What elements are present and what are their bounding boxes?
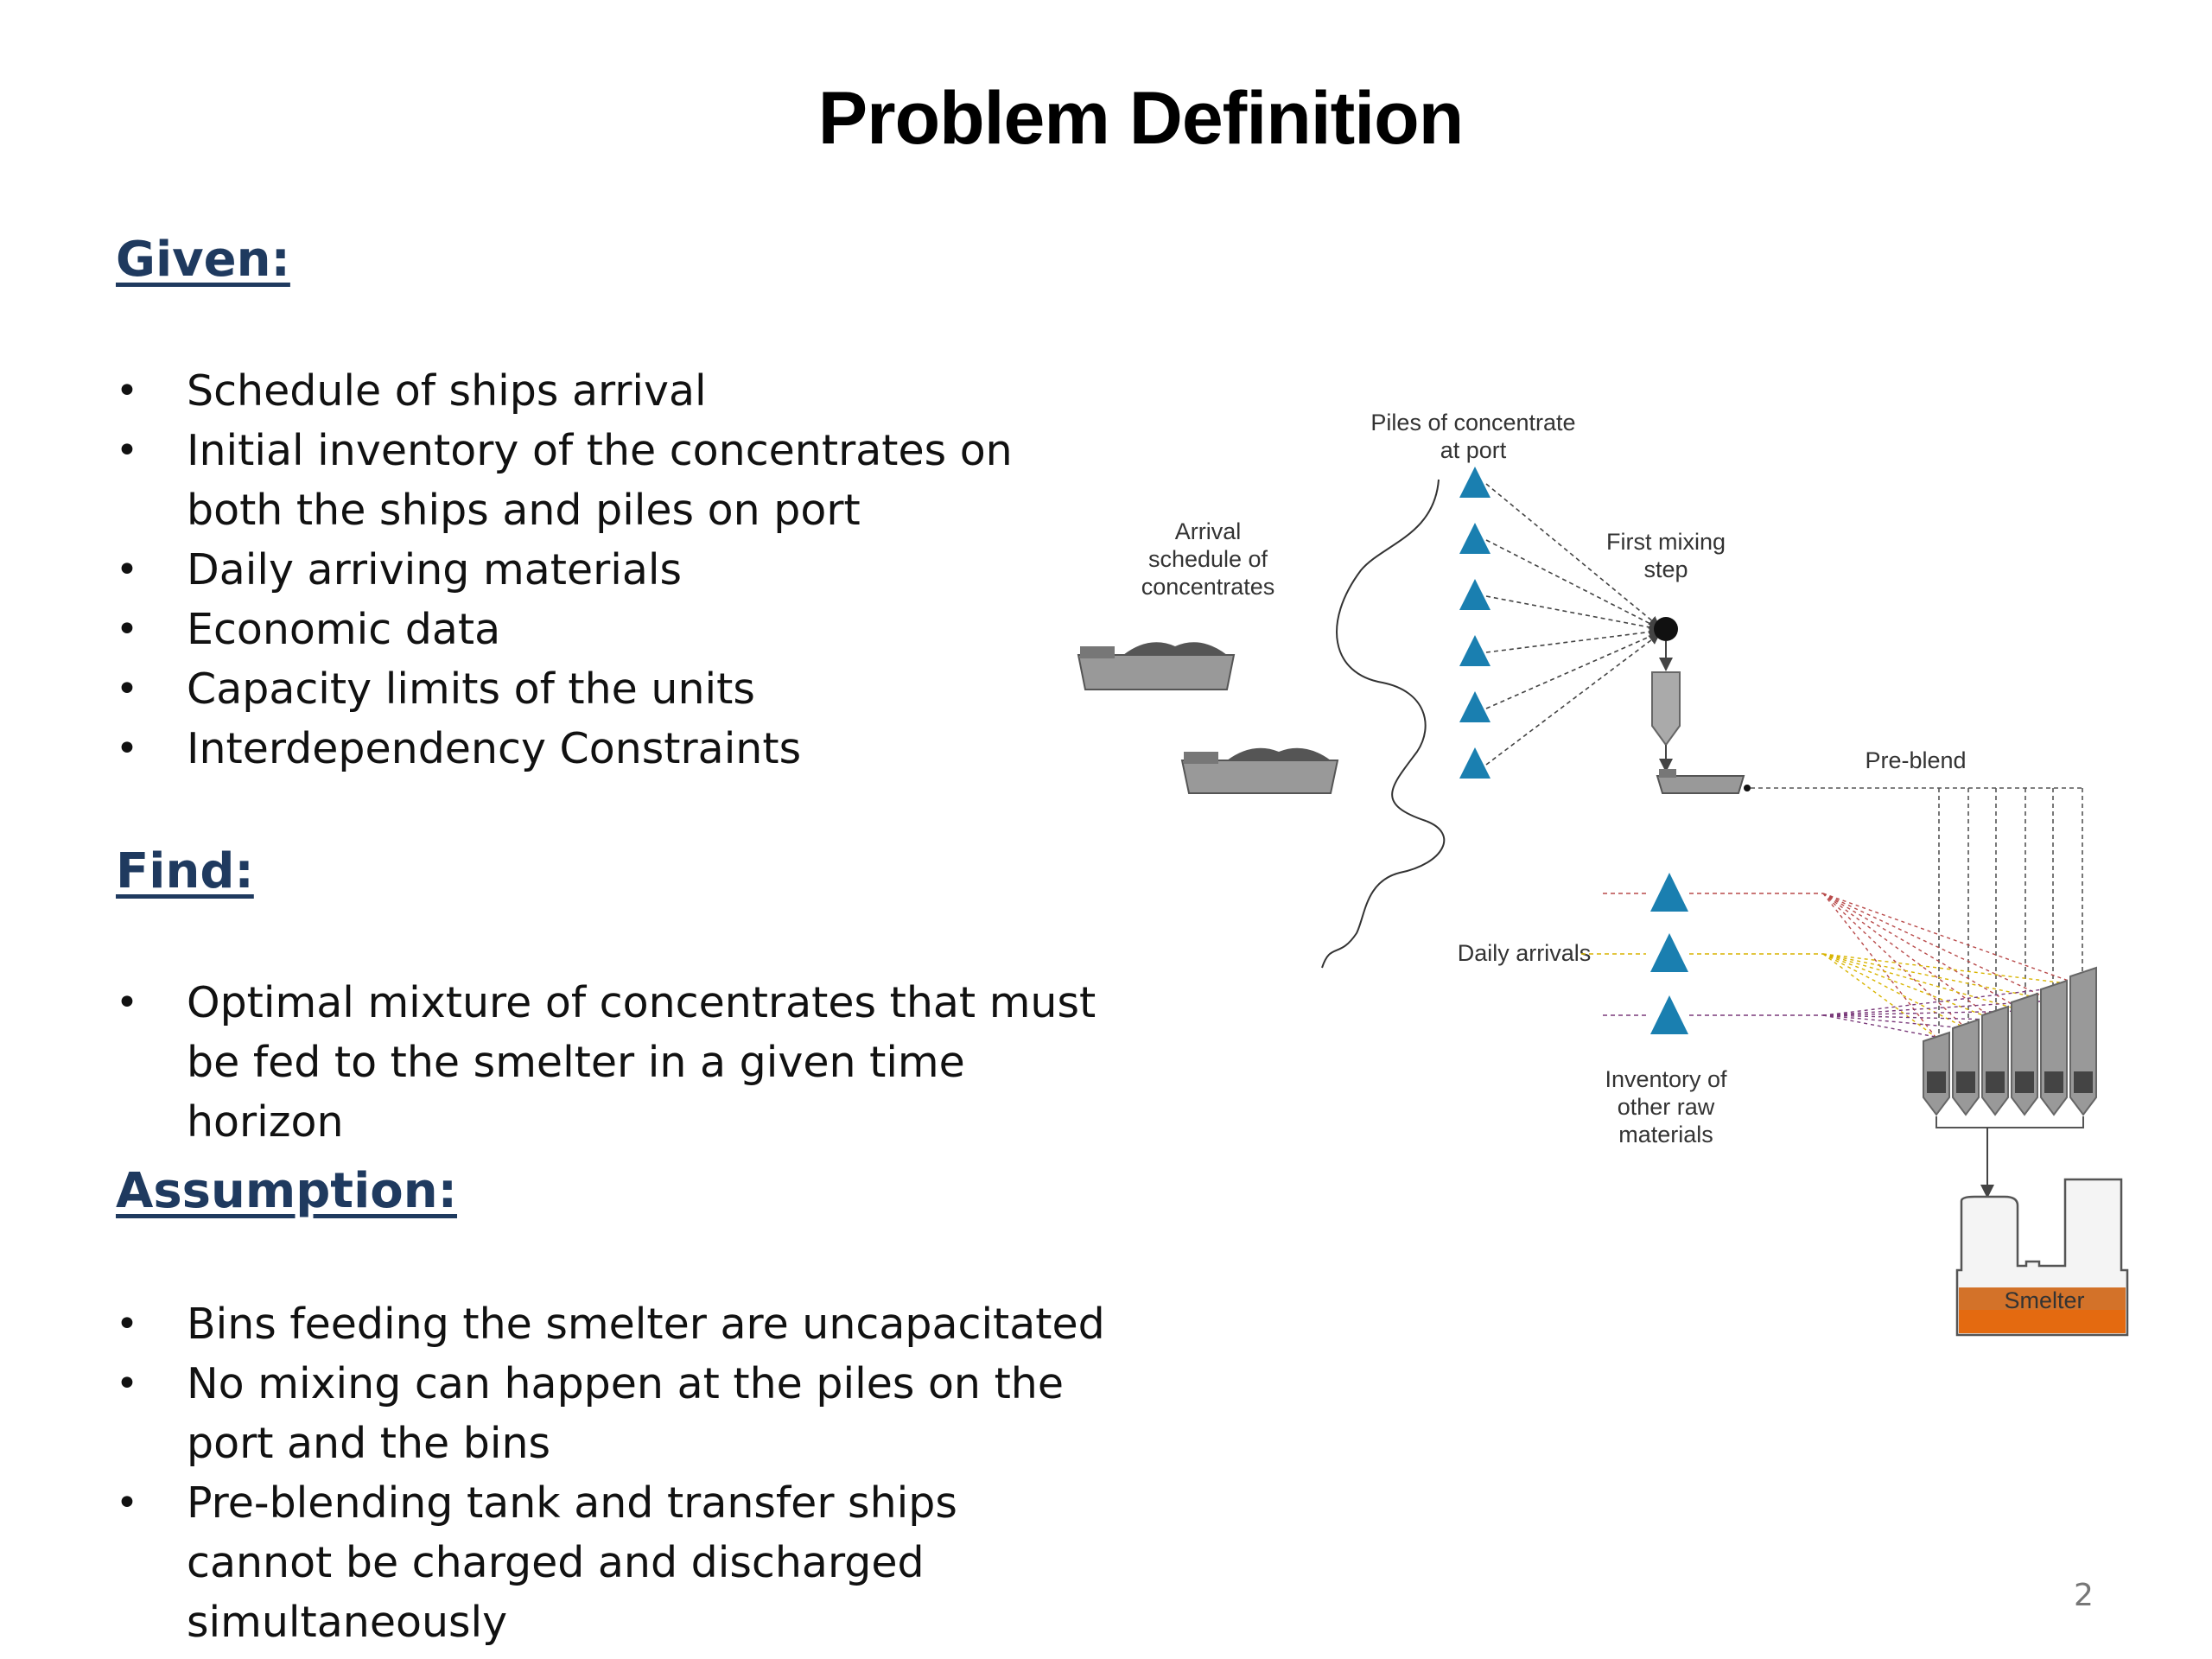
preblend-label: Pre-blend	[1865, 747, 1966, 773]
list-item: Initial inventory of the concentrates on…	[116, 421, 1109, 540]
smelter-label: Smelter	[2004, 1287, 2084, 1313]
daily-arrivals-label: Daily arrivals	[1458, 940, 1592, 966]
list-item: Economic data	[116, 600, 1109, 659]
bin-feed-lines	[1822, 893, 2082, 1038]
given-list: Schedule of ships arrival Initial invent…	[116, 361, 1109, 779]
arrival-label-line1: Arrival	[1175, 518, 1242, 544]
pile-icons	[1459, 467, 1491, 779]
first-mixing-label-line2: step	[1643, 556, 1688, 582]
bins-icon	[1923, 966, 2097, 1116]
assumption-heading: Assumption:	[116, 1163, 458, 1219]
smelter-icon	[1955, 1178, 2129, 1337]
assumption-list: Bins feeding the smelter are uncapacitat…	[116, 1294, 1109, 1652]
ship-icon	[1180, 747, 1339, 794]
page-title: Problem Definition	[817, 77, 1464, 160]
inventory-label-line3: materials	[1618, 1122, 1713, 1147]
given-heading: Given:	[116, 232, 290, 288]
list-item: Capacity limits of the units	[116, 659, 1109, 719]
coastline	[1321, 479, 1446, 969]
inventory-pile-icons	[1650, 873, 1688, 1034]
daily-arrival-lines	[1581, 893, 1823, 1016]
mixing-point	[1654, 617, 1678, 641]
list-item: No mixing can happen at the piles on the…	[116, 1354, 1109, 1473]
list-item: Optimal mixture of concentrates that mus…	[116, 973, 1109, 1152]
piles-label-line1: Piles of concentrate	[1370, 410, 1575, 435]
ship-icon	[1077, 642, 1236, 690]
page-number: 2	[2074, 1578, 2094, 1613]
inventory-label-line2: other raw	[1618, 1094, 1715, 1120]
list-item: Daily arriving materials	[116, 540, 1109, 600]
arrival-label-line3: concentrates	[1141, 574, 1275, 600]
find-list: Optimal mixture of concentrates that mus…	[116, 973, 1109, 1152]
list-item: Bins feeding the smelter are uncapacitat…	[116, 1294, 1109, 1354]
list-item: Schedule of ships arrival	[116, 361, 1109, 421]
bin-contents	[1927, 1071, 2093, 1093]
pile-flow-lines	[1485, 483, 1661, 766]
piles-label-line2: at port	[1440, 437, 1507, 463]
find-heading: Find:	[116, 843, 254, 899]
hopper-icon	[1651, 671, 1681, 747]
first-mixing-label-line1: First mixing	[1606, 529, 1726, 555]
arrival-label-line2: schedule of	[1148, 546, 1268, 572]
list-item: Pre-blending tank and transfer ships can…	[116, 1473, 1109, 1652]
preblend-ship-icon	[1656, 769, 1751, 794]
inventory-label-line1: Inventory of	[1605, 1066, 1727, 1092]
list-item: Interdependency Constraints	[116, 719, 1109, 779]
preblend-flow-lines	[1751, 787, 2083, 1037]
